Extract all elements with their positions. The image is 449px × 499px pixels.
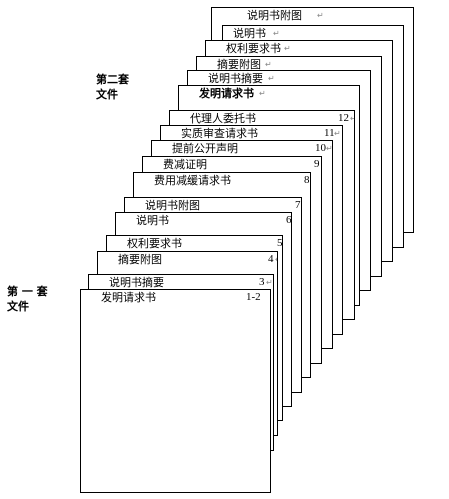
sheet-label: 发明请求书 (199, 87, 254, 100)
set2-label-line1: 第二套 (96, 73, 129, 86)
set1-sheet: 发明请求书 1-2 (80, 289, 271, 493)
sheet-page-number: 1-2 (246, 291, 261, 303)
sheet-label: 费用减缓请求书 (154, 174, 231, 187)
sheet-page-number: 9 (314, 158, 320, 170)
sheet-label: 实质审查请求书 (181, 127, 258, 140)
sheet-page-number: 4 (268, 253, 274, 265)
paragraph-mark-icon: ↵ (268, 74, 275, 83)
sheet-label: 说明书 (136, 214, 169, 227)
sheet-page-number: 3 (259, 276, 265, 288)
sheet-page-number: 11 (324, 127, 335, 139)
paragraph-mark-icon: ↵ (275, 255, 277, 265)
sheet-page-number: 5 (277, 237, 283, 249)
sheet-label: 说明书摘要 (208, 72, 263, 85)
sheet-label: 提前公开声明 (172, 142, 238, 155)
paragraph-mark-icon: ↵ (350, 114, 354, 124)
sheet-label: 摘要附图 (217, 58, 261, 71)
sheet-page-number: 8 (304, 174, 310, 186)
paragraph-mark-icon: ↵ (284, 44, 291, 53)
paragraph-mark-icon: ↵ (265, 60, 272, 69)
paragraph-mark-icon: ↵ (317, 11, 324, 20)
set2-label-line2: 文件 (96, 88, 118, 101)
paragraph-mark-icon: ↵ (259, 89, 266, 98)
sheet-label: 摘要附图 (118, 253, 162, 266)
set1-label-line1: 第 一 套 (7, 285, 48, 298)
sheet-label: 权利要求书 (127, 237, 182, 250)
set1-label-line2: 文件 (7, 300, 29, 313)
paragraph-mark-icon: ↵ (321, 160, 322, 170)
sheet-label: 说明书附图 (247, 9, 302, 22)
sheet-label: 说明书 (233, 27, 266, 40)
paragraph-mark-icon: ↵ (273, 29, 280, 38)
sheet-label: 说明书摘要 (109, 276, 164, 289)
sheet-label: 代理人委托书 (190, 112, 256, 125)
sheet-label: 权利要求书 (226, 42, 281, 55)
sheet-page-number: 10 (315, 142, 326, 154)
sheet-label: 费减证明 (163, 158, 207, 171)
paragraph-mark-icon: ↵ (334, 129, 341, 138)
paragraph-mark-icon: ↵ (266, 278, 273, 287)
sheet-page-number: 6 (286, 214, 292, 226)
sheet-label: 说明书附图 (145, 199, 200, 212)
paragraph-mark-icon: ↵ (326, 144, 333, 153)
sheet-page-number: 12 (338, 112, 349, 124)
sheet-page-number: 7 (295, 199, 301, 211)
sheet-label: 发明请求书 (101, 291, 156, 304)
